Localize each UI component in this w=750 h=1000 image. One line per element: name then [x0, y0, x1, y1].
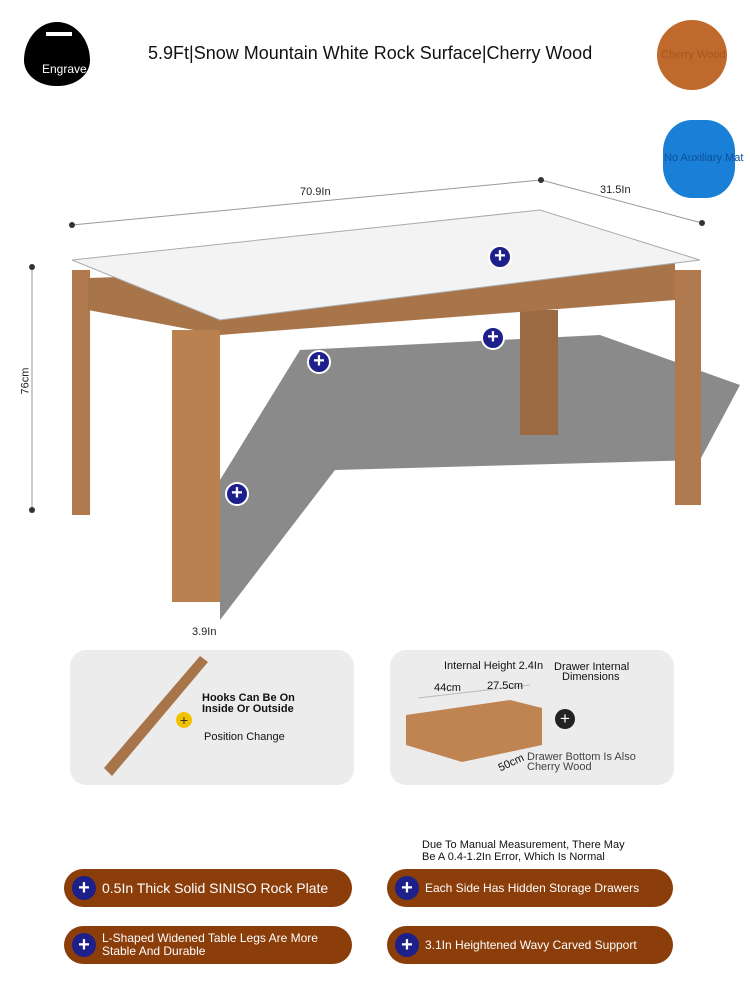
engrave-icon — [46, 32, 72, 36]
table-illustration — [29, 177, 740, 620]
engrave-label: Engrave — [42, 62, 87, 76]
width-dimension: 31.5In — [600, 184, 631, 196]
drawer-card: Internal Height 2.4In Drawer Internal Di… — [390, 650, 674, 785]
hook-rail-image — [104, 656, 208, 776]
mat-option-badge[interactable]: No Auxiliary Mat — [663, 120, 743, 198]
plus-icon: + — [72, 876, 96, 900]
leg-dimension: 3.9In — [192, 626, 217, 638]
feature-rock-plate[interactable]: +0.5In Thick Solid SINISO Rock Plate — [64, 869, 352, 907]
hotspot-tabletop[interactable]: + — [488, 245, 512, 269]
hooks-text-1: Hooks Can Be On — [202, 692, 295, 704]
plus-icon: + — [72, 933, 96, 957]
drawer-bottom-1: Drawer Bottom Is Also — [527, 751, 636, 763]
drawer-title-1: Drawer Internal — [554, 661, 630, 673]
feature-table-legs[interactable]: +L-Shaped Widened Table Legs Are More St… — [64, 926, 352, 964]
length-dimension: 70.9In — [300, 186, 331, 198]
hotspot-leg[interactable]: + — [225, 482, 249, 506]
hotspot-apron[interactable]: + — [307, 350, 331, 374]
color-swatch-label: Cherry Wood — [661, 49, 726, 61]
feature-label: 3.1In Heightened Wavy Carved Support — [425, 937, 637, 952]
drawer-depth: 27.5cm — [487, 680, 524, 692]
drawer-image — [406, 684, 542, 762]
hooks-text-3: Position Change — [204, 731, 285, 743]
measurement-note-1: Due To Manual Measurement, There May — [422, 839, 625, 851]
mat-option-label: No Auxiliary Mat — [664, 152, 744, 164]
feature-label: 0.5In Thick Solid SINISO Rock Plate — [102, 880, 329, 896]
page-title: 5.9Ft|Snow Mountain White Rock Surface|C… — [148, 43, 593, 63]
measurement-note-2: Be A 0.4-1.2In Error, Which Is Normal — [422, 851, 605, 863]
hotspot-drawer[interactable]: + — [481, 326, 505, 350]
drawer-width: 44cm — [434, 682, 461, 694]
engrave-option[interactable]: Engrave — [24, 22, 90, 86]
hotspot-hooks[interactable]: + — [176, 712, 192, 728]
internal-height-label: Internal Height 2.4In — [444, 660, 544, 672]
hooks-card: Hooks Can Be On Inside Or Outside + Posi… — [70, 650, 354, 785]
height-dimension: 76cm — [19, 367, 32, 395]
feature-hidden-drawers[interactable]: + Each Side Has Hidden Storage Drawers — [387, 869, 673, 907]
drawer-bottom-2: Cherry Wood — [527, 761, 592, 773]
feature-label: Each Side Has Hidden Storage Drawers — [425, 880, 640, 895]
hooks-text-2: Inside Or Outside — [202, 703, 294, 715]
color-swatch-cherry-wood[interactable]: Cherry Wood — [657, 20, 727, 90]
feature-label: L-Shaped Widened Table Legs Are More Sta… — [102, 931, 318, 958]
plus-icon: + — [395, 933, 419, 957]
plus-icon: + — [395, 876, 419, 900]
feature-wavy-support[interactable]: +3.1In Heightened Wavy Carved Support — [387, 926, 673, 964]
drawer-title-2: Dimensions — [562, 671, 620, 683]
hotspot-drawer-detail[interactable]: + — [555, 709, 575, 729]
